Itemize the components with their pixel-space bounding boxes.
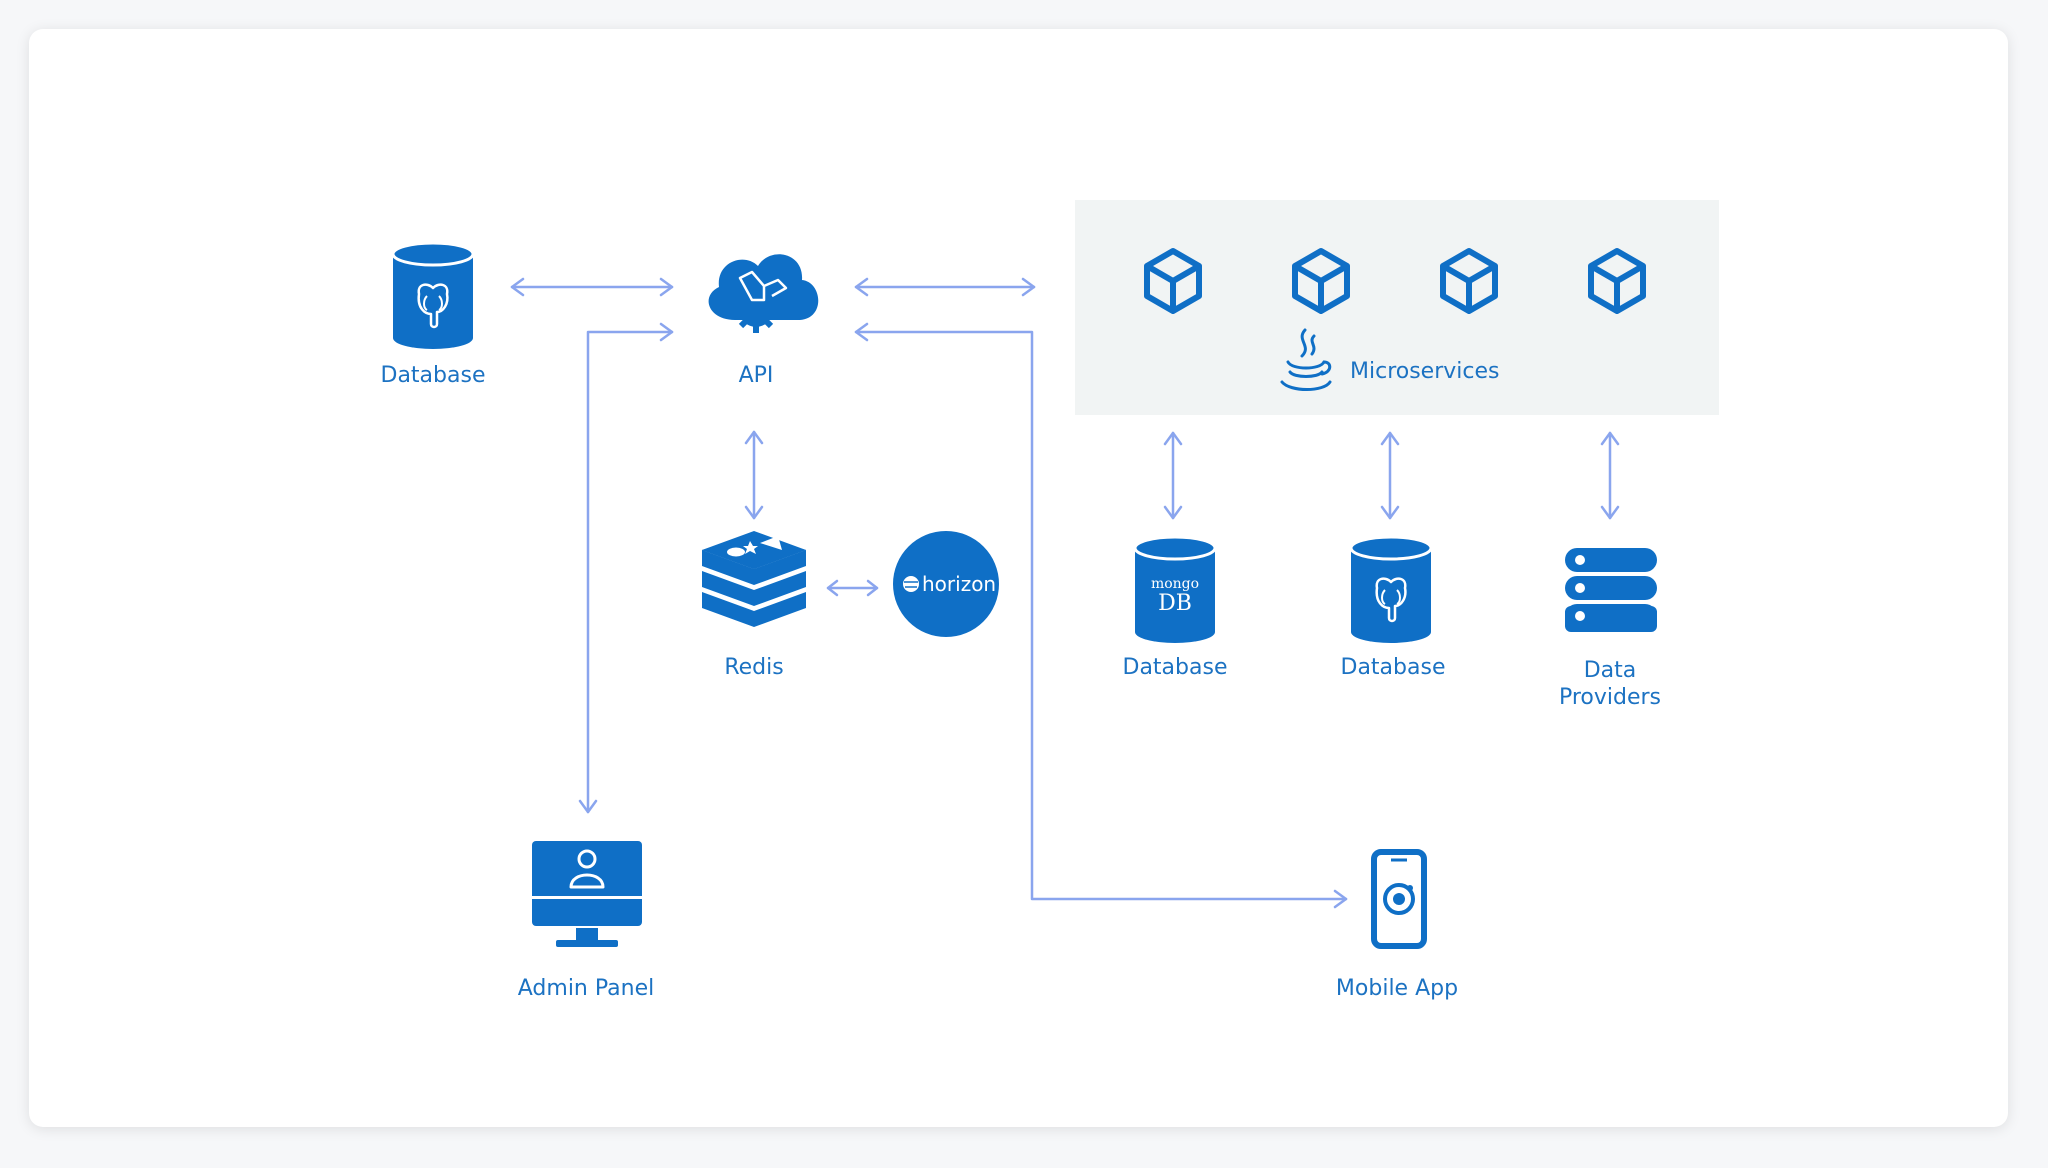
microservices-label: Microservices	[1350, 359, 1500, 384]
mongodb-logo-bottom: DB	[1158, 591, 1192, 616]
mongodb-logo-top: mongo	[1150, 576, 1200, 592]
data-providers-label-line1: Data	[1583, 658, 1637, 683]
java-icon	[1280, 328, 1332, 391]
postgresql-database-icon	[1351, 537, 1431, 643]
api-label: API	[738, 363, 774, 388]
redis-label: Redis	[724, 655, 784, 680]
connectors	[510, 277, 1620, 909]
mongodb-database-label: Database	[1122, 655, 1228, 680]
horizon-logo-text: horizon	[922, 572, 997, 596]
redis-icon	[702, 531, 806, 627]
mobile-phone-icon	[1371, 849, 1427, 949]
mobile-app-label: Mobile App	[1335, 976, 1459, 1001]
laravel-cloud-icon	[708, 254, 819, 333]
mongodb-database-icon	[1133, 535, 1217, 643]
monitor-user-icon	[532, 841, 642, 947]
database-label: Database	[380, 363, 486, 388]
horizon-logo-icon	[893, 531, 999, 637]
postgresql-database-icon	[393, 243, 473, 349]
data-providers-label-line2: Providers	[1558, 685, 1662, 710]
postgresql-database-label: Database	[1340, 655, 1446, 680]
server-stack-icon	[1565, 548, 1657, 632]
admin-panel-label: Admin Panel	[517, 976, 655, 1001]
